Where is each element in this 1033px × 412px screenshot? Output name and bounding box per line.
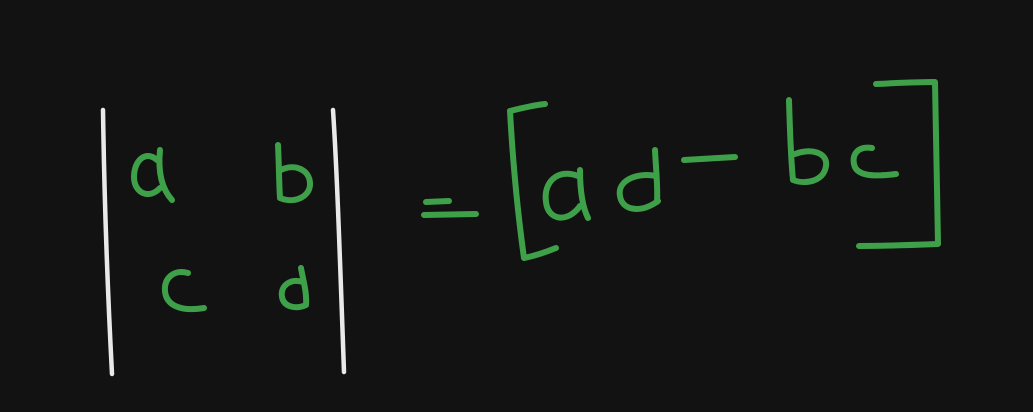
result-ad [542, 147, 661, 221]
left-determinant-bar [100, 107, 115, 377]
determinant-bars [100, 107, 347, 377]
entry-c [161, 269, 207, 312]
entry-a [131, 147, 175, 203]
result-d [616, 147, 661, 212]
minus-sign [681, 154, 738, 163]
entry-b [275, 142, 313, 204]
left-bracket [507, 101, 559, 261]
equals-sign [421, 198, 479, 218]
entry-d [278, 265, 310, 311]
result-bc [786, 97, 899, 186]
matrix-entries [131, 142, 313, 312]
result-a [542, 167, 591, 221]
right-bracket [856, 79, 941, 249]
right-determinant-bar [330, 107, 347, 375]
result-b [786, 97, 830, 186]
result-c [850, 144, 899, 179]
